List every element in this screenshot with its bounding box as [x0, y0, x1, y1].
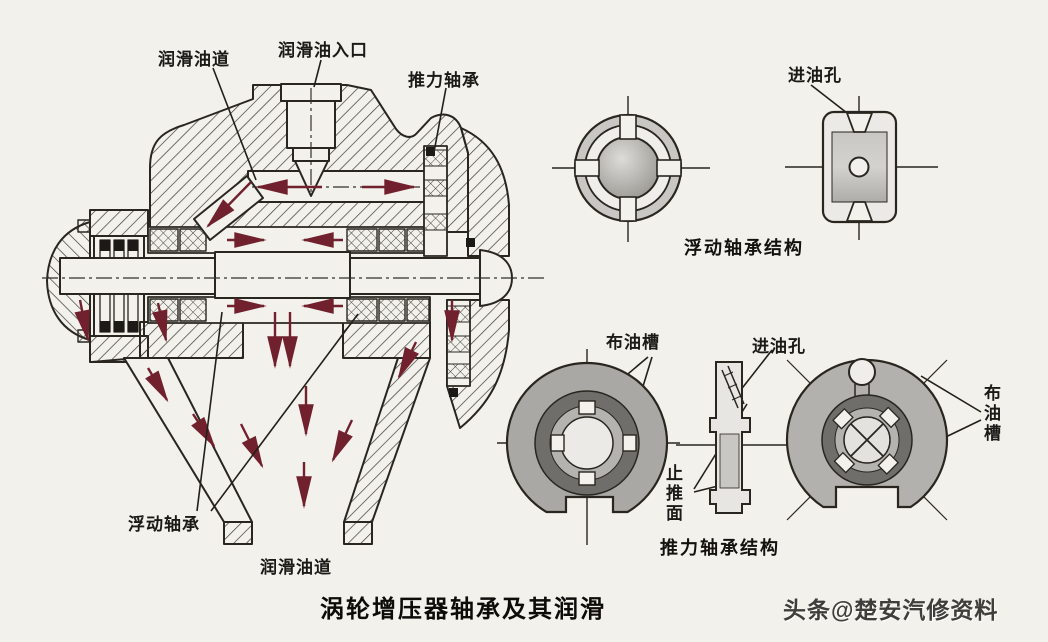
- oil-flow-arrows: [74, 179, 460, 509]
- label-oil-inlet: 润滑油入口: [278, 41, 368, 60]
- thrust-bearing-side-view: [676, 361, 798, 514]
- thrust-bearing-back-view: [785, 358, 949, 521]
- label-oil-gallery-bottom: 润滑油道: [260, 558, 332, 577]
- label-oil-gallery-top: 润滑油道: [158, 50, 230, 69]
- label-thrust-bearing: 推力轴承: [408, 71, 480, 90]
- label-oil-groove: 布油槽: [606, 333, 660, 352]
- label-oil-groove-right: 布油槽: [984, 384, 1001, 444]
- label-oil-inlet-hole-bottom: 进油孔: [752, 337, 806, 356]
- main-cross-section: [42, 83, 545, 545]
- thrust-bearing-front-view: [497, 349, 680, 545]
- diagram-title: 涡轮增压器轴承及其润滑: [320, 596, 606, 623]
- caption-floating-bearing-structure: 浮动轴承结构: [684, 238, 804, 258]
- watermark: 头条@楚安汽修资料: [783, 597, 999, 623]
- floating-bearing-front-view: [552, 96, 710, 242]
- label-oil-inlet-hole-top: 进油孔: [788, 66, 842, 85]
- thrust-bearing-section: [423, 145, 448, 257]
- label-thrust-face: 止推面: [666, 464, 683, 524]
- floating-bearing-side-view: [785, 96, 938, 240]
- caption-thrust-bearing-structure: 推力轴承结构: [660, 538, 780, 558]
- label-floating-bearing: 浮动轴承: [128, 515, 200, 534]
